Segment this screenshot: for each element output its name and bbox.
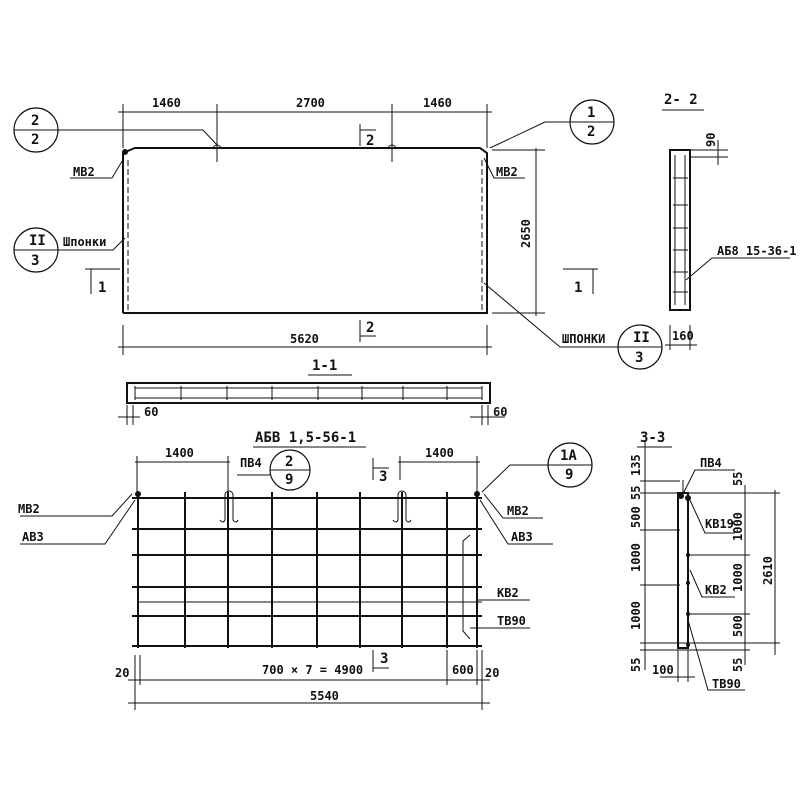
- label-ab8-15-36-1: АБ8 15-36-1: [717, 244, 796, 258]
- section-3-3-outline: [677, 492, 689, 649]
- dim-135: 135: [629, 454, 643, 476]
- dim-1400-right: 1400: [425, 446, 454, 460]
- label-pv4: ПВ4: [240, 456, 262, 470]
- dim-55-top-right: 55: [731, 472, 745, 486]
- mesh-vertical-bars: [137, 492, 478, 648]
- dim-700x7: 700 × 7 = 4900: [262, 663, 363, 677]
- dim-90: 90: [704, 133, 718, 147]
- bubble-bottom: 2: [31, 132, 39, 148]
- section-1-1-title: 1-1: [312, 358, 337, 374]
- section-mark-3-bottom: [372, 650, 389, 672]
- leader-mb2-left: [70, 157, 125, 179]
- dim-1000-right-2: 1000: [731, 563, 745, 592]
- bubble-top: 1А: [560, 448, 577, 464]
- end-frame-tv90: [462, 534, 471, 640]
- dim-55-bottom-left: 55: [629, 658, 643, 672]
- section-3-3: 3-3 135 55 500 1000 1000 55 55 1000 1000…: [629, 430, 780, 691]
- bubble-bottom: 9: [285, 472, 293, 488]
- label-shponki-left: Шпонки: [63, 235, 106, 249]
- bubble-bottom: 3: [31, 253, 39, 269]
- lifting-loop-pv4-right: [392, 490, 412, 523]
- section-2-2-title: 2- 2: [664, 92, 698, 108]
- label-kv19: КВ19: [705, 517, 734, 531]
- mesh-title: АБВ 1,5-56-1: [255, 430, 356, 446]
- section-mark-label: 2: [366, 320, 374, 336]
- leader-shponki-right: [483, 282, 618, 348]
- leader-ab8: [685, 257, 790, 281]
- dim-1460-left: 1460: [152, 96, 181, 110]
- dim-60-right: 60: [493, 405, 507, 419]
- section-3-3-title: 3-3: [640, 430, 665, 446]
- bubble-top: II: [29, 233, 46, 249]
- dim-1000-right-1: 1000: [731, 512, 745, 541]
- label-tv90: ТВ90: [712, 677, 741, 691]
- dim-1000-left-2: 1000: [629, 601, 643, 630]
- section-mark-1-right: [563, 268, 598, 294]
- mesh-horizontal-bars: [132, 497, 482, 647]
- dim-55-bottom-right: 55: [731, 658, 745, 672]
- dim-160: 160: [672, 329, 694, 343]
- reinforcement-mesh: АБВ 1,5-56-1 1400 1400 ПВ4 2 9 1А 9: [18, 430, 593, 710]
- panel-plan-view: 1460 2700 1460 5620 2650 2 2 1 2 II 3 Шп…: [13, 96, 663, 370]
- bubble-bottom: 2: [587, 124, 595, 140]
- bubble-top: 2: [285, 454, 293, 470]
- section-mark-label: 1: [574, 280, 582, 296]
- dim-5540: 5540: [310, 689, 339, 703]
- section-mark-label: 3: [380, 651, 388, 667]
- label-kv2: КВ2: [497, 586, 519, 600]
- label-mb2-left: МВ2: [73, 165, 95, 179]
- leader-mb2-right: [483, 157, 525, 179]
- dim-500-left: 500: [629, 506, 643, 528]
- dim-ticks-top: [122, 104, 488, 162]
- section-1-1: 1-1 60 60: [118, 358, 507, 425]
- dim-1400-left: 1400: [165, 446, 194, 460]
- bubble-top: 2: [31, 113, 39, 129]
- section-mark-label: 1: [98, 280, 106, 296]
- embedded-part-left: [122, 149, 128, 155]
- dim-500-right: 500: [731, 615, 745, 637]
- dim-2610: 2610: [761, 556, 775, 585]
- lifting-loop-pv4-left: [219, 490, 239, 523]
- leader-2-2: [58, 129, 218, 146]
- dim-2650: 2650: [519, 219, 533, 248]
- label-mb2-left: МВ2: [18, 502, 40, 516]
- bubble-bottom: 9: [565, 467, 573, 483]
- dim-20-right: 20: [485, 666, 499, 680]
- section-mark-1-left: [85, 268, 120, 294]
- bubble-top: II: [633, 330, 650, 346]
- dim-60-left: 60: [144, 405, 158, 419]
- label-av3-left: АВ3: [22, 530, 44, 544]
- dim-5620: 5620: [290, 332, 319, 346]
- dim-600: 600: [452, 663, 474, 677]
- section-1-1-links: [134, 386, 483, 400]
- section-2-2-outline: [669, 149, 691, 311]
- dim-1460-right: 1460: [423, 96, 452, 110]
- label-mb2-right: МВ2: [496, 165, 518, 179]
- dim-20-left: 20: [115, 666, 129, 680]
- bubble-bottom: 3: [635, 350, 643, 366]
- section-mark-label: 2: [366, 133, 374, 149]
- bubble-top: 1: [587, 105, 595, 121]
- label-shponki-right: ШПОНКИ: [562, 332, 605, 346]
- dim-100: 100: [652, 663, 674, 677]
- section-mark-2-top: [359, 124, 376, 146]
- section-mark-label: 3: [379, 469, 387, 485]
- panel-outline: [122, 147, 488, 314]
- section-mark-2-bottom: [359, 320, 376, 342]
- label-mb2-right: МВ2: [507, 504, 529, 518]
- leader-1-2: [489, 121, 570, 149]
- label-av3-right: АВ3: [511, 530, 533, 544]
- label-kv2: КВ2: [705, 583, 727, 597]
- dim-1000-left-1: 1000: [629, 543, 643, 572]
- label-pv4: ПВ4: [700, 456, 722, 470]
- label-tv90: ТВ90: [497, 614, 526, 628]
- leader-mb2-left: [20, 493, 133, 517]
- section-1-1-outline: [126, 382, 491, 404]
- leader-1a-9: [481, 464, 548, 493]
- dim-2700: 2700: [296, 96, 325, 110]
- section-mark-3-top: [372, 458, 389, 480]
- dim-55-top-left: 55: [629, 486, 643, 500]
- section-2-2: 2- 2 90 АБ8 15-36-1 160: [662, 92, 796, 350]
